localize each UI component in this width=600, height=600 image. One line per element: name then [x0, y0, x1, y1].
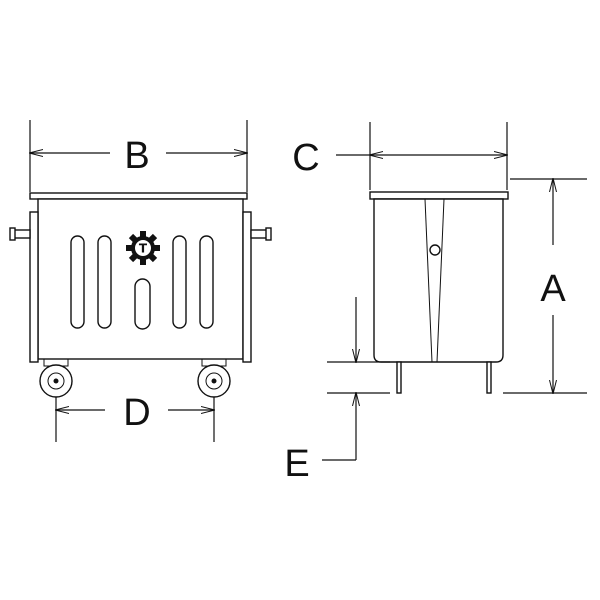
side-latch — [429, 244, 441, 256]
gear-logo-icon: T — [126, 231, 160, 265]
left-wheel — [39, 364, 73, 398]
dimension-d: D — [56, 392, 214, 442]
side-view — [369, 191, 509, 394]
vent-slot — [172, 235, 187, 329]
dimension-b: B — [30, 120, 247, 192]
label-c: C — [292, 137, 319, 179]
label-a: A — [540, 268, 566, 310]
label-b: B — [124, 135, 149, 177]
vent-slot — [199, 235, 214, 329]
vent-slot — [134, 278, 151, 330]
left-handle — [9, 227, 31, 241]
right-wheel — [197, 364, 231, 398]
side-rail — [424, 198, 433, 363]
side-lid — [369, 191, 509, 200]
front-lid — [29, 192, 248, 200]
dimension-a: A — [503, 179, 587, 393]
label-d: D — [123, 392, 150, 434]
label-e: E — [284, 443, 309, 485]
side-body — [373, 198, 504, 363]
front-right-post — [242, 211, 252, 363]
front-left-post — [29, 211, 39, 363]
side-leg-right — [486, 361, 492, 394]
vent-slot — [70, 235, 85, 329]
front-view: T — [9, 192, 272, 398]
dimension-c: C — [292, 122, 507, 190]
right-handle — [250, 227, 272, 241]
vent-slots — [70, 235, 214, 330]
gear-logo-letter: T — [139, 242, 148, 256]
dimension-e: E — [284, 297, 390, 485]
side-leg-left — [396, 361, 402, 394]
vent-slot — [97, 235, 112, 329]
